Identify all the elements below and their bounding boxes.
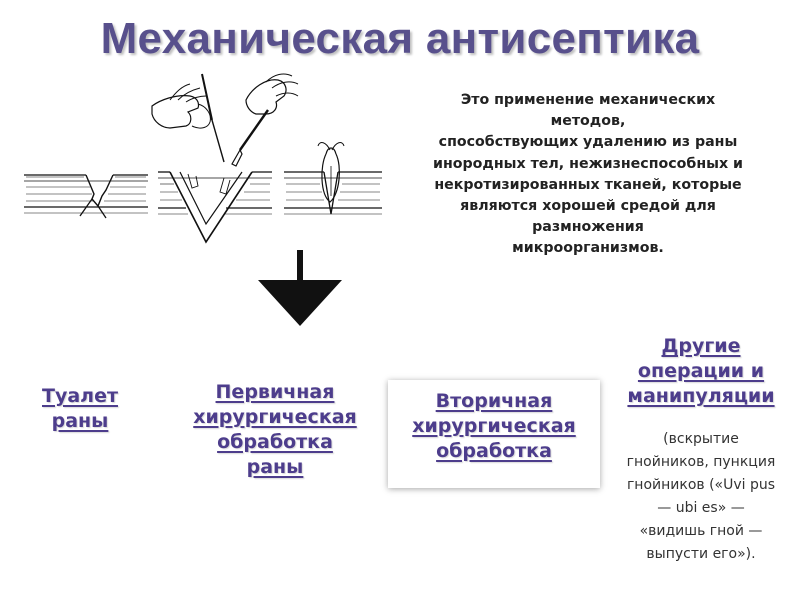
method-label-line: обработка	[436, 440, 552, 462]
method-label-line: обработка	[217, 431, 333, 453]
method-label-line: раны	[51, 410, 109, 432]
method-label-line: манипуляции	[627, 385, 775, 407]
wound-excision-hands-icon	[151, 73, 299, 244]
method-label-line: хирургическая	[412, 415, 576, 437]
sutured-wound-icon	[284, 142, 382, 215]
method-label-line: операции и	[637, 360, 765, 382]
note-line: гнойников, пункция	[626, 454, 776, 470]
definition-text: Это применение механических методов, спо…	[392, 90, 784, 260]
definition-line: размножения	[532, 219, 644, 236]
wound-treatment-illustration	[24, 73, 382, 244]
note-line: — ubi es» —	[657, 500, 745, 516]
method-secondary-surgical-treatment: Вторичная хирургическая обработка	[392, 389, 596, 464]
method-label-line: Вторичная	[435, 390, 553, 412]
definition-line: некротизированных тканей, которые	[434, 176, 742, 193]
definition-line: Это применение механических	[460, 92, 716, 108]
note-line: выпусти его»).	[646, 546, 756, 562]
note-line: гнойников («Uvi pus	[626, 477, 776, 493]
method-primary-surgical-treatment: Первичная хирургическая обработка раны	[170, 380, 380, 480]
definition-line: методов,	[550, 113, 626, 130]
method-wound-toilet: Туалет раны	[22, 384, 138, 434]
definition-line: микроорганизмов.	[512, 240, 664, 257]
method-other-note: (вскрытие гнойников, пункция гнойников (…	[606, 428, 796, 566]
method-label-line: хирургическая	[193, 406, 357, 428]
method-label-line: раны	[246, 456, 304, 478]
definition-line: способствующих удалению из раны	[438, 134, 738, 151]
definition-line: являются хорошей средой для	[460, 198, 716, 215]
method-label-line: Первичная	[215, 381, 335, 403]
wound-section-icon	[24, 174, 148, 219]
method-label-line: Другие	[661, 335, 741, 357]
note-line: «видишь гной —	[639, 523, 763, 539]
down-arrow-icon	[258, 250, 342, 326]
slide-title: Механическая антисептика	[100, 14, 700, 63]
note-line: (вскрытие	[663, 431, 739, 447]
definition-line: инородных тел, нежизнеспособных и	[433, 155, 743, 172]
method-other-operations: Другие операции и манипуляции	[606, 334, 796, 409]
method-label-line: Туалет	[42, 385, 118, 407]
method-secondary-card	[388, 380, 600, 488]
